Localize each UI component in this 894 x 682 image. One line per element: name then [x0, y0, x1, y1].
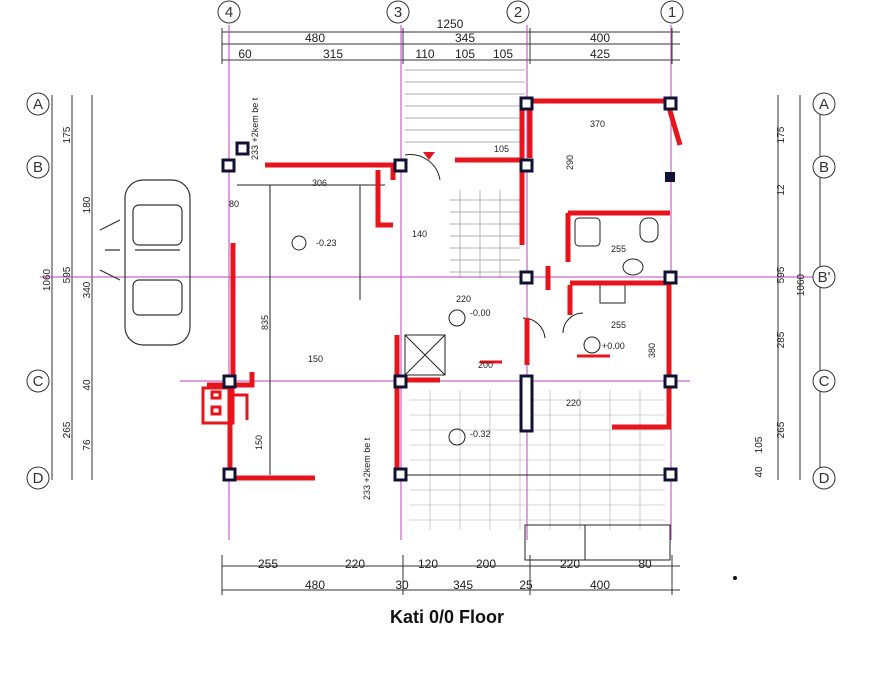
dim-left-340: 340 [82, 281, 93, 298]
car-icon [99, 179, 191, 346]
level-zero-a: -0.00 [470, 308, 491, 318]
axis-label-A-right: A [819, 96, 829, 113]
axis-label-Bprime-right: B' [818, 269, 831, 286]
note-door-height: 233 +2kem be t [250, 97, 260, 160]
label-150-b: 150 [254, 435, 264, 450]
axis-label-D-right: D [819, 470, 830, 487]
label-220-b: 220 [566, 398, 581, 408]
dim-bottom-25: 25 [519, 578, 533, 592]
plan-caption: Kati 0/0 Floor [389, 607, 505, 627]
dim-top-345: 345 [455, 31, 475, 45]
axis-label-4: 4 [225, 4, 233, 21]
dim-left-265: 265 [62, 421, 73, 438]
section-marker-icon [423, 152, 435, 160]
dot-mark [733, 576, 737, 580]
dim-top-315: 315 [323, 47, 343, 61]
axis-bubbles-left [26, 92, 50, 490]
dim-top-overall: 1250 [437, 17, 464, 31]
dim-right-265: 265 [776, 421, 787, 438]
axis-label-C-left: C [33, 373, 44, 390]
dim-top-425: 425 [590, 47, 610, 61]
dim-top-400: 400 [590, 31, 610, 45]
dim-bottom-220b: 220 [560, 557, 580, 571]
walls [207, 98, 683, 481]
axis-label-A-left: A [33, 96, 43, 113]
dim-right-12: 12 [776, 184, 787, 196]
label-255-a: 255 [611, 244, 626, 254]
axis-label-3: 3 [394, 4, 402, 21]
axis-label-D-left: D [33, 470, 44, 487]
label-140: 140 [412, 229, 427, 239]
columns [221, 96, 678, 482]
axis-label-C-right: C [819, 373, 830, 390]
label-80: 80 [229, 199, 239, 209]
dim-top-60: 60 [238, 47, 252, 61]
dim-bottom-120: 120 [418, 557, 438, 571]
dim-bottom-255: 255 [258, 557, 278, 571]
label-380: 380 [647, 343, 657, 358]
dim-left-180: 180 [82, 196, 93, 213]
dim-bottom-80: 80 [638, 557, 652, 571]
porch-grid [410, 390, 665, 530]
window-marker [665, 172, 675, 182]
axis-label-B-left: B [33, 159, 43, 176]
label-290: 290 [565, 155, 575, 170]
dim-top-480: 480 [305, 31, 325, 45]
label-306: 306 [312, 178, 327, 188]
dimension-lines [51, 28, 821, 595]
dim-right-105: 105 [754, 436, 765, 453]
axis-label-1: 1 [668, 4, 676, 21]
grid-axis-lines [40, 25, 828, 540]
axis-bubbles-top [217, 0, 684, 24]
label-835: 835 [260, 315, 270, 330]
axis-bubbles-right [812, 92, 836, 490]
wall-detail [201, 354, 610, 425]
dim-right-overall: 1060 [796, 273, 807, 296]
note-door-height-b: 233 +2kem be t [362, 437, 372, 500]
dim-right-40: 40 [754, 466, 765, 478]
dim-left-595: 595 [62, 266, 73, 283]
dim-bottom-220a: 220 [345, 557, 365, 571]
dim-left-76: 76 [82, 439, 93, 451]
dim-right-175: 175 [776, 126, 787, 143]
stair-hatch [405, 69, 525, 278]
dim-right-595: 595 [776, 266, 787, 283]
dim-left-175: 175 [62, 126, 73, 143]
column-C2 [519, 374, 534, 433]
interior-lines [237, 154, 671, 561]
label-150: 150 [308, 354, 323, 364]
label-105: 105 [494, 144, 509, 154]
axis-label-B-right: B [819, 159, 829, 176]
axis-label-2: 2 [514, 4, 522, 21]
label-255-b: 255 [611, 320, 626, 330]
dim-top-105b: 105 [493, 47, 513, 61]
level-zero-b: +0.00 [602, 341, 625, 351]
dim-right-285: 285 [776, 331, 787, 348]
dim-top-110: 110 [415, 47, 434, 61]
dim-bottom-345: 345 [453, 578, 473, 592]
dim-top-105a: 105 [455, 47, 475, 61]
level-032: -0.32 [470, 429, 491, 439]
level-minus-023: -0.23 [316, 238, 337, 248]
dim-bottom-480: 480 [305, 578, 325, 592]
dim-bottom-30: 30 [395, 578, 409, 592]
dim-left-40: 40 [82, 379, 93, 391]
dim-bottom-400: 400 [590, 578, 610, 592]
dim-bottom-200: 200 [476, 557, 496, 571]
label-220-a: 220 [456, 294, 471, 304]
label-200: 200 [478, 360, 493, 370]
dim-left-overall: 1060 [42, 268, 53, 291]
label-370: 370 [590, 119, 605, 129]
